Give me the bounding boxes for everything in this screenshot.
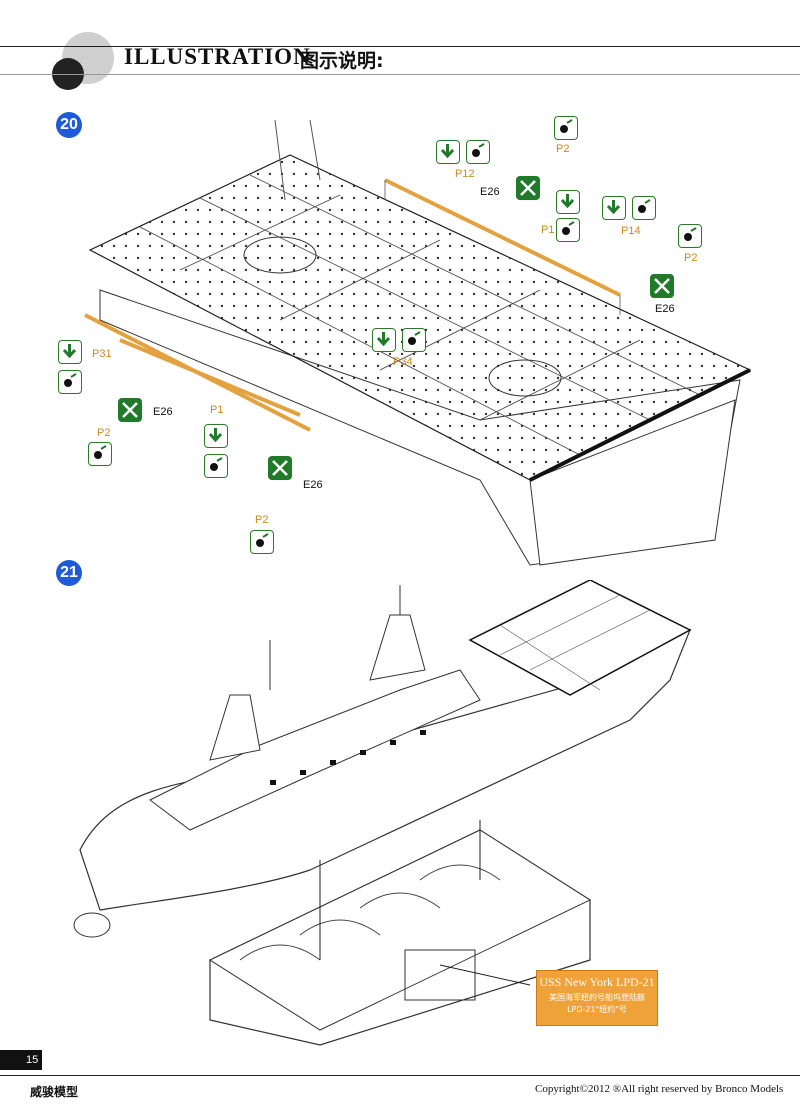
bend-arrows-icon (516, 176, 540, 200)
copyright-notice: Copyright©2012 ®All right reserved by Br… (535, 1083, 784, 1095)
part-label-e26: E26 (655, 303, 675, 315)
arrow-down-icon (436, 140, 460, 164)
glue-drop-icon (204, 454, 228, 478)
page-title-cn: 图示说明: (300, 50, 384, 72)
part-label-e26: E26 (153, 406, 173, 418)
bend-arrows-icon (118, 398, 142, 422)
part-label-p2: P2 (255, 514, 269, 526)
part-label-e26: E26 (480, 186, 500, 198)
display-stand-drawing (208, 820, 592, 1046)
part-label-p1: P1 (541, 224, 555, 236)
brand-name: 威骏模型 (30, 1085, 79, 1099)
part-label-p31: P31 (92, 348, 112, 360)
glue-drop-icon (250, 530, 274, 554)
footer-rule (0, 1075, 800, 1076)
name-plate-subtitle: LPD-21"纽约"号 (567, 1005, 627, 1014)
glue-drop-icon (466, 140, 490, 164)
glue-drop-icon (678, 224, 702, 248)
part-label-p34: P34 (393, 356, 413, 368)
page-title: ILLUSTRATION (124, 44, 311, 69)
glue-drop-icon (556, 218, 580, 242)
part-label-e26: E26 (303, 479, 323, 491)
header-logo-circles (52, 32, 114, 90)
step-20-flight-deck-drawing (88, 120, 752, 566)
step-number-20: 20 (56, 112, 82, 138)
part-label-p2: P2 (684, 252, 698, 264)
bend-arrows-icon (268, 456, 292, 480)
glue-drop-icon (88, 442, 112, 466)
arrow-down-icon (372, 328, 396, 352)
page-number: 15 (0, 1050, 42, 1070)
glue-drop-icon (58, 370, 82, 394)
part-label-p14: P14 (621, 225, 641, 237)
part-label-p2: P2 (556, 143, 570, 155)
step-number-21: 21 (56, 560, 82, 586)
glue-drop-icon (402, 328, 426, 352)
arrow-down-icon (556, 190, 580, 214)
glue-drop-icon (632, 196, 656, 220)
part-label-p1: P1 (210, 404, 224, 416)
arrow-down-icon (58, 340, 82, 364)
name-plate: USS New York LPD-21 美国海军纽约号船坞登陆舰 LPD-21"… (536, 970, 658, 1026)
header-rule (0, 46, 800, 47)
name-plate-title: USS New York LPD-21 (539, 975, 655, 989)
header-rule-lower (0, 74, 800, 75)
photo-etch-railings (84, 178, 621, 432)
arrow-down-icon (602, 196, 626, 220)
arrow-down-icon (204, 424, 228, 448)
glue-drop-icon (554, 116, 578, 140)
part-label-p2: P2 (97, 427, 111, 439)
bend-arrows-icon (650, 274, 674, 298)
name-plate-subtitle: 美国海军纽约号船坞登陆舰 (549, 993, 645, 1002)
step-21-ship-drawing (73, 580, 692, 938)
part-label-p12: P12 (455, 168, 475, 180)
